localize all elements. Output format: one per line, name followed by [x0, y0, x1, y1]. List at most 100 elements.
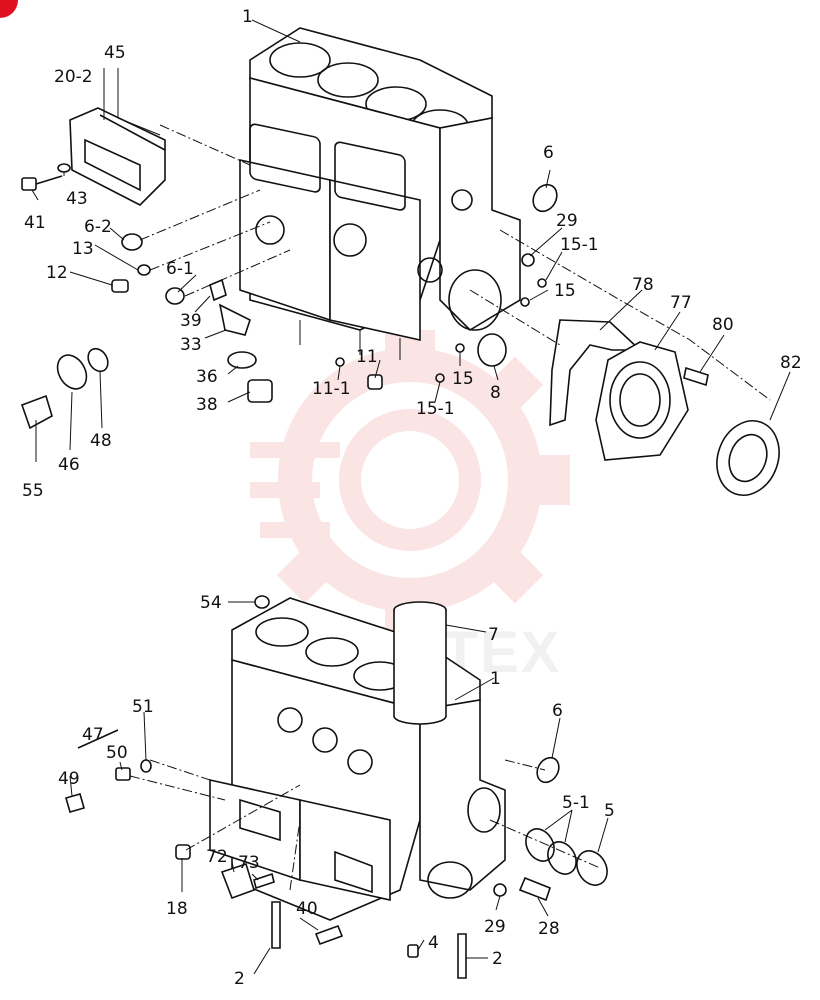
callout-5-1: 5-1	[562, 793, 590, 813]
bolt-80	[683, 366, 709, 387]
callout-5: 5	[604, 801, 615, 821]
callout-45: 45	[104, 43, 126, 63]
callout-6-2: 6-2	[84, 217, 112, 237]
callout-15-1-right: 15-1	[560, 235, 599, 255]
callout-15-mid: 15	[452, 369, 474, 389]
callout-7: 7	[488, 625, 499, 645]
elbow-33	[218, 303, 251, 336]
bottom-leader-lines	[69, 601, 609, 975]
oil-seal-case-77	[595, 341, 689, 461]
callout-13: 13	[72, 239, 94, 259]
bolt-12	[111, 279, 129, 293]
ball-11-1	[335, 357, 345, 367]
callout-46: 46	[58, 455, 80, 475]
callout-47: 47	[82, 725, 104, 745]
oil-seal-82	[716, 420, 780, 496]
o-ring-36	[227, 351, 257, 369]
bolt-2-right	[457, 933, 467, 979]
plug-5-1-b	[547, 841, 577, 875]
callout-73: 73	[238, 853, 260, 873]
callout-82: 82	[780, 353, 802, 373]
callout-54: 54	[200, 593, 222, 613]
callout-1-top: 1	[242, 7, 253, 27]
pin-28	[518, 876, 551, 902]
plug-54	[254, 595, 270, 609]
callout-29-bottom: 29	[484, 917, 506, 937]
callout-55: 55	[22, 481, 44, 501]
corner-badge	[0, 0, 18, 18]
callout-labels-top: 1 45 20-2 41 43 6-2 13 12 6-1 39 33 36 3…	[22, 7, 802, 501]
callout-1-bottom: 1	[490, 669, 501, 689]
bolt-41	[21, 175, 63, 191]
callout-33: 33	[180, 335, 202, 355]
callout-51: 51	[132, 697, 154, 717]
callout-8: 8	[490, 383, 501, 403]
callout-78: 78	[632, 275, 654, 295]
callout-6-bottom: 6	[552, 701, 563, 721]
washer-13	[137, 264, 151, 276]
callout-48: 48	[90, 431, 112, 451]
plug-4	[407, 944, 419, 958]
callout-39: 39	[180, 311, 202, 331]
side-cover-plate	[69, 107, 166, 206]
drain-plug-55	[20, 394, 53, 430]
oil-seal-8	[477, 333, 507, 367]
plug-5-1-a	[525, 828, 555, 862]
callout-36: 36	[196, 367, 218, 387]
callout-38: 38	[196, 395, 218, 415]
fitting-39	[209, 278, 227, 302]
top-leader-lines	[31, 19, 791, 462]
washer-43	[57, 163, 71, 173]
plug-11	[367, 374, 383, 390]
plug-6-top	[532, 183, 558, 213]
bolt-49	[65, 793, 85, 813]
washer-48	[87, 347, 109, 373]
callout-77: 77	[670, 293, 692, 313]
gasket-46	[56, 354, 88, 390]
callout-15-1-mid: 15-1	[416, 399, 455, 419]
callout-49: 49	[58, 769, 80, 789]
ball-15-right	[520, 297, 530, 307]
ball-15-1-right	[537, 278, 547, 288]
bottom-engine-block	[209, 597, 506, 921]
callout-72: 72	[206, 847, 228, 867]
callout-50: 50	[106, 743, 128, 763]
callout-20-2: 20-2	[54, 67, 93, 87]
callout-11: 11	[356, 347, 378, 367]
callout-80: 80	[712, 315, 734, 335]
plug-6-2	[121, 233, 143, 251]
callout-6-top: 6	[543, 143, 554, 163]
plug-5	[576, 850, 608, 886]
washer-51	[140, 759, 152, 773]
plug-6-bottom	[536, 756, 560, 784]
cylinder-liner-7	[393, 601, 447, 725]
ball-15-top	[455, 343, 465, 353]
plug-29-top	[521, 253, 535, 267]
callout-2-right: 2	[492, 949, 503, 969]
callout-2-left: 2	[234, 969, 245, 989]
bolt-73	[253, 872, 275, 890]
callout-labels-bottom: 54 7 1 6 5-1 5 47 51 50 49 18 72 73 40 2…	[58, 593, 615, 989]
plug-38	[247, 379, 273, 403]
callout-4: 4	[428, 933, 439, 953]
pipe-47	[77, 729, 119, 749]
bracket-72	[220, 862, 255, 900]
plug-29-bottom	[493, 883, 507, 897]
stud-40	[314, 924, 344, 946]
callout-6-1: 6-1	[166, 259, 194, 279]
cover-78	[549, 319, 643, 427]
callout-11-1: 11-1	[312, 379, 351, 399]
callout-29-top: 29	[556, 211, 578, 231]
plug-6-1	[165, 287, 185, 305]
bolt-2-left	[271, 901, 281, 949]
top-engine-block	[239, 27, 521, 360]
callout-12: 12	[46, 263, 68, 283]
callout-15-right: 15	[554, 281, 576, 301]
callout-18: 18	[166, 899, 188, 919]
callout-41: 41	[24, 213, 46, 233]
callout-43: 43	[66, 189, 88, 209]
bolt-50	[115, 767, 131, 781]
callout-28: 28	[538, 919, 560, 939]
